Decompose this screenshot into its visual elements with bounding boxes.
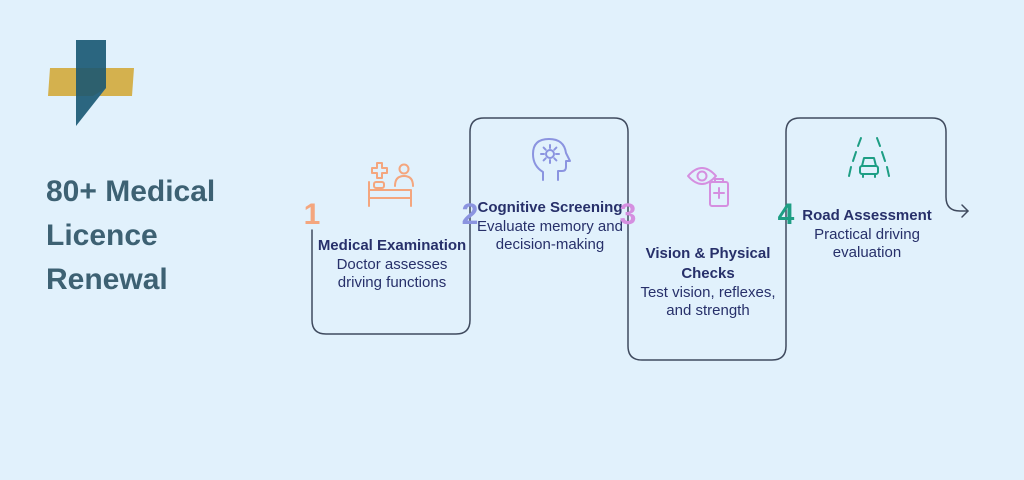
step-3-text: Vision & Physical Checks Test vision, re… <box>633 244 783 320</box>
step-4-number: 4 <box>777 198 795 231</box>
step-2-number: 2 <box>461 198 479 231</box>
step-1-text: Medical Examination Doctor assesses driv… <box>317 236 467 292</box>
step-1-description: Doctor assesses driving functions <box>336 256 448 291</box>
step-3-title: Vision & Physical Checks <box>645 245 771 282</box>
step-3-description: Test vision, reflexes, and strength <box>640 284 776 319</box>
step-1-title: Medical Examination <box>317 237 467 254</box>
car-road-icon <box>848 137 890 178</box>
medical-cross-logo <box>48 40 134 126</box>
step-2-title: Cognitive Screening <box>477 199 623 216</box>
step-2-description: Evaluate memory and decision-making <box>477 218 623 253</box>
step-3-number: 3 <box>619 198 637 231</box>
logo-overlap <box>76 68 106 96</box>
step-1-number: 1 <box>303 198 321 231</box>
flow-arrowhead-icon <box>961 204 969 218</box>
eye-clipboard-icon <box>687 167 729 207</box>
flow-path <box>311 117 969 361</box>
step-4-description: Practical driving evaluation <box>814 226 920 261</box>
brain-gear-icon <box>532 138 571 181</box>
patient-bed-icon <box>368 162 414 207</box>
step-4-text: Road Assessment Practical driving evalua… <box>792 206 942 262</box>
step-4-title: Road Assessment <box>802 207 932 224</box>
page-title: 80+ Medical Licence Renewal <box>46 175 216 296</box>
step-2-text: Cognitive Screening Evaluate memory and … <box>475 198 625 254</box>
